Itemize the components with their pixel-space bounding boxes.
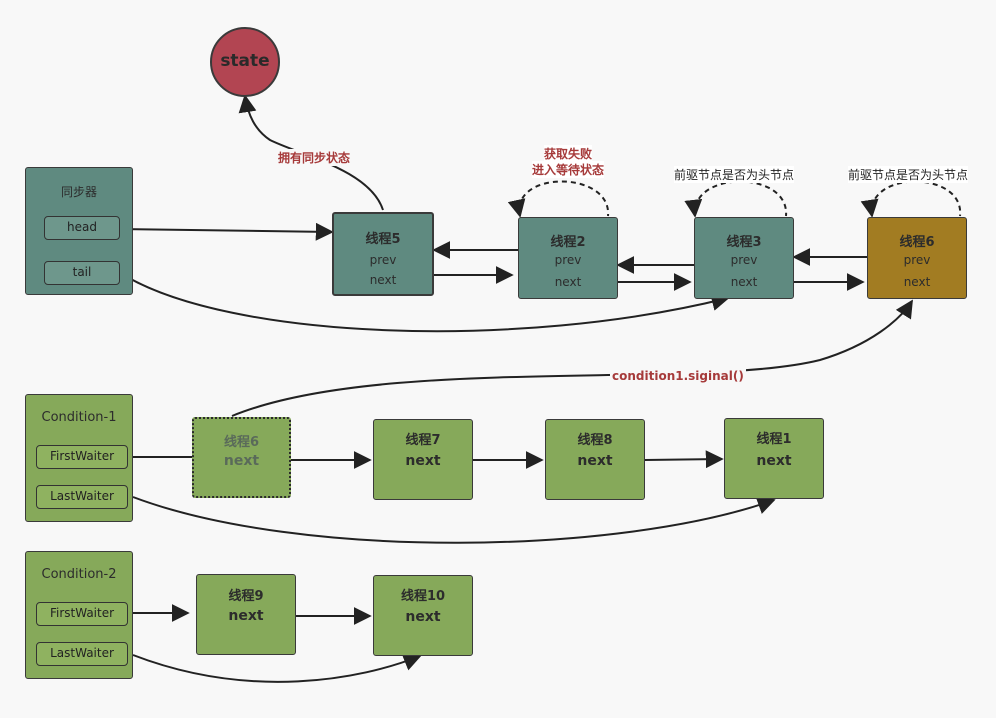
loop-t3	[684, 180, 788, 218]
node-prev: prev	[369, 253, 397, 267]
synchronizer: 同步器 head tail	[25, 167, 133, 295]
node-name: 线程6	[223, 435, 260, 450]
annotation-check-head-t6: 前驱节点是否为头节点	[848, 166, 969, 183]
node-name: 线程5	[365, 232, 401, 247]
condition-2-first-waiter: FirstWaiter	[36, 602, 128, 626]
node-next: next	[223, 453, 260, 469]
condition-1-title: Condition-1	[41, 410, 117, 425]
arrow-c1-last	[132, 496, 776, 544]
annotation-signal: condition1.siginal()	[610, 369, 746, 383]
node-prev: prev	[554, 253, 582, 267]
arrow-tail-to-t3	[121, 273, 730, 333]
sync-node-t6: 线程6 prev next	[867, 217, 967, 299]
condition-2-last-waiter: LastWaiter	[36, 642, 128, 666]
node-next: next	[369, 273, 397, 287]
condition-1: Condition-1 FirstWaiter LastWaiter	[25, 394, 133, 522]
node-name: 线程7	[405, 433, 441, 448]
c2-node-t10: 线程10 next	[373, 575, 473, 656]
c1-node-t6: 线程6 next	[192, 417, 291, 498]
node-next: next	[405, 453, 441, 469]
tail-pointer: tail	[44, 261, 120, 285]
annotation-fail-2: 进入等待状态	[532, 161, 605, 178]
node-name: 线程1	[756, 432, 792, 447]
node-next: next	[228, 608, 264, 624]
node-next: next	[554, 275, 582, 289]
loop-t6	[860, 180, 962, 218]
state-label: state	[220, 51, 270, 71]
sync-node-t5: 线程5 prev next	[332, 212, 434, 296]
arrow-owner-to-state	[238, 94, 384, 211]
node-name: 线程10	[400, 589, 446, 604]
node-prev: prev	[903, 253, 931, 267]
c2-node-t9: 线程9 next	[196, 574, 296, 655]
arrow-c1-n3	[644, 450, 724, 469]
c1-node-t1: 线程1 next	[724, 418, 824, 499]
condition-1-first-waiter: FirstWaiter	[36, 445, 128, 469]
node-next: next	[756, 453, 792, 469]
node-next: next	[405, 609, 441, 625]
state-circle: state	[210, 27, 280, 97]
annotation-fail-1: 获取失败	[544, 145, 593, 162]
node-name: 线程6	[899, 235, 935, 250]
c1-node-t8: 线程8 next	[545, 419, 645, 500]
node-name: 线程8	[577, 433, 613, 448]
arrow-signal	[231, 299, 913, 417]
condition-2-title: Condition-2	[41, 567, 117, 582]
sync-node-t2: 线程2 prev next	[518, 217, 618, 299]
node-prev: prev	[730, 253, 758, 267]
annotation-own-state: 拥有同步状态	[276, 149, 353, 166]
node-next: next	[730, 275, 758, 289]
node-name: 线程2	[550, 235, 586, 250]
annotation-check-head-t3: 前驱节点是否为头节点	[674, 166, 795, 183]
synchronizer-title: 同步器	[60, 185, 97, 199]
node-name: 线程9	[228, 589, 264, 604]
node-next: next	[903, 275, 931, 289]
condition-1-last-waiter: LastWaiter	[36, 485, 128, 509]
node-name: 线程3	[726, 235, 762, 250]
arrow-head-to-t5	[121, 222, 334, 241]
c1-node-t7: 线程7 next	[373, 419, 473, 500]
node-next: next	[577, 453, 613, 469]
loop-t2	[507, 180, 610, 218]
condition-2: Condition-2 FirstWaiter LastWaiter	[25, 551, 133, 679]
head-pointer: head	[44, 216, 120, 240]
sync-node-t3: 线程3 prev next	[694, 217, 794, 299]
arrow-c2-last	[132, 653, 422, 683]
